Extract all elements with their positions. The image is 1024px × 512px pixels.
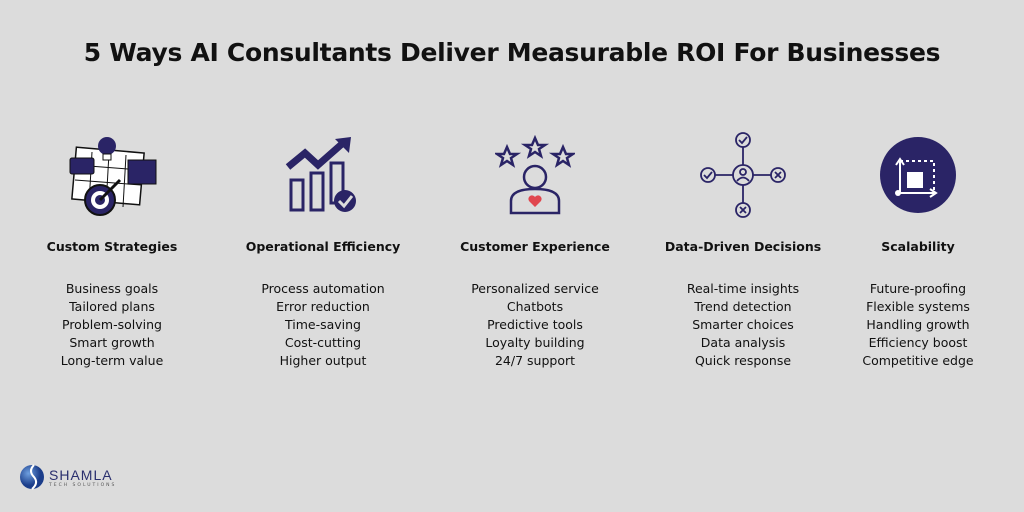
list-item: Problem-solving — [62, 317, 162, 332]
column-heading: Operational Efficiency — [245, 239, 401, 254]
logo-name: SHAMLA — [49, 466, 113, 483]
column-heading: Customer Experience — [460, 239, 610, 254]
column-operational-efficiency: Operational Efficiency Process automatio… — [223, 125, 423, 370]
list-item: Chatbots — [506, 299, 564, 314]
list-item: Business goals — [65, 281, 159, 296]
scalability-icon — [818, 125, 1018, 225]
list-item: Predictive tools — [487, 317, 583, 332]
list-item: Process automation — [261, 281, 385, 296]
growth-chart-icon — [223, 125, 423, 225]
list-item: Data analysis — [700, 335, 786, 350]
list-item: Real-time insights — [686, 281, 800, 296]
list-item: Long-term value — [60, 353, 164, 368]
list-item: Future-proofing — [869, 281, 967, 296]
decision-network-icon — [643, 125, 843, 225]
list-item: Personalized service — [471, 281, 599, 296]
list-item: Loyalty building — [485, 335, 585, 350]
logo-tagline: TECH SOLUTIONS — [49, 482, 117, 488]
list-item: Competitive edge — [862, 353, 974, 368]
list-item: Tailored plans — [69, 299, 155, 314]
list-item: Cost-cutting — [284, 335, 362, 350]
list-item: Trend detection — [694, 299, 792, 314]
column-data-driven-decisions: Data-Driven Decisions Real-time insights… — [643, 125, 843, 370]
customer-stars-icon — [435, 125, 635, 225]
logo-globe-icon — [20, 464, 44, 490]
page-title: 5 Ways AI Consultants Deliver Measurable… — [83, 38, 941, 67]
list-item: Quick response — [694, 353, 792, 368]
list-item: Smart growth — [69, 335, 155, 350]
list-item: Flexible systems — [866, 299, 970, 314]
list-item: Efficiency boost — [868, 335, 968, 350]
list-item: Higher output — [279, 353, 367, 368]
strategy-target-icon — [12, 125, 212, 225]
column-heading: Data-Driven Decisions — [664, 239, 822, 254]
column-heading: Scalability — [881, 239, 955, 254]
list-item: 24/7 support — [494, 353, 576, 368]
list-item: Error reduction — [276, 299, 370, 314]
list-item: Time-saving — [284, 317, 361, 332]
company-logo: SHAMLA TECH SOLUTIONS — [18, 463, 116, 491]
column-customer-experience: Customer Experience Personalized service… — [435, 125, 635, 370]
list-item: Handling growth — [866, 317, 970, 332]
column-heading: Custom Strategies — [46, 239, 178, 254]
list-item: Smarter choices — [692, 317, 794, 332]
